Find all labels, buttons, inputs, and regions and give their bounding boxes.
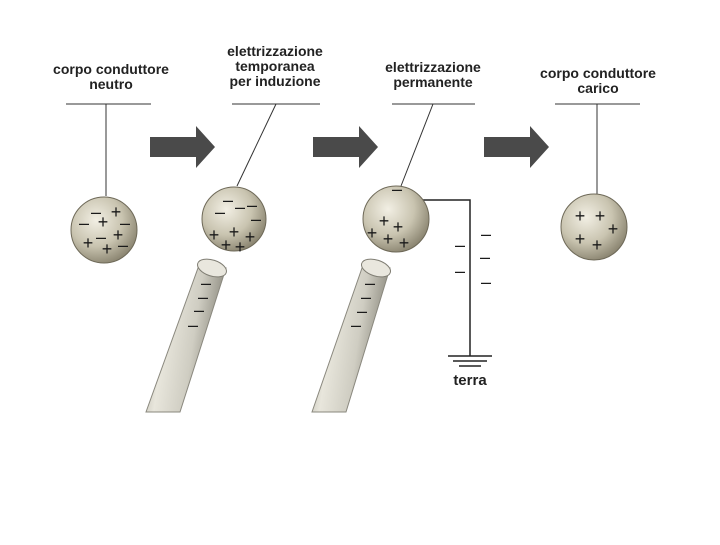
minus-sign: – [223, 190, 233, 210]
plus-sign: + [399, 233, 410, 253]
plus-sign: + [592, 235, 603, 255]
minus-sign: – [480, 247, 490, 267]
label-leaders [66, 103, 640, 196]
plus-sign: + [102, 239, 113, 259]
rod-tip [361, 258, 391, 278]
ground-label: terra [453, 372, 487, 389]
stage-label-charged: corpo conduttore carico [523, 66, 673, 96]
plus-sign: + [83, 233, 94, 253]
minus-sign: – [91, 202, 101, 222]
minus-sign: – [118, 235, 128, 255]
label-line: elettrizzazione [227, 43, 323, 59]
minus-sign: – [351, 315, 361, 335]
plus-sign: + [575, 229, 586, 249]
plus-sign: + [221, 235, 232, 255]
minus-sign: – [194, 300, 204, 320]
minus-sign: – [392, 179, 402, 199]
arrow-right-icon [150, 126, 215, 168]
minus-sign: – [365, 273, 375, 293]
minus-sign: – [188, 315, 198, 335]
plus-sign: + [575, 206, 586, 226]
plus-sign: + [595, 206, 606, 226]
plus-sign: + [383, 229, 394, 249]
leader-line-3 [400, 103, 434, 187]
sphere-induction [201, 186, 267, 252]
stage-label-induction: elettrizzazione temporanea per induzione [200, 44, 350, 89]
rod-body [145, 267, 227, 413]
plus-sign: + [113, 225, 124, 245]
label-line: neutro [89, 76, 133, 92]
conductor-sphere [70, 196, 138, 264]
minus-sign: – [96, 227, 106, 247]
label-line: temporanea [235, 58, 315, 74]
plus-sign: + [111, 202, 122, 222]
minus-sign: – [361, 287, 371, 307]
rod-tip [197, 258, 227, 278]
plus-sign: + [367, 223, 378, 243]
plus-sign: + [608, 219, 619, 239]
plus-sign: + [98, 212, 109, 232]
label-line: permanente [393, 74, 473, 90]
minus-sign: – [357, 301, 367, 321]
plus-sign: + [379, 211, 390, 231]
charged-rod-2 [145, 258, 227, 413]
minus-sign: – [120, 213, 130, 233]
charge-symbols: –+–+––++–+–––––+++++–+++++–––––––––––––+… [79, 179, 618, 335]
ground-connection [420, 199, 492, 367]
sphere-charged [560, 193, 628, 261]
minus-sign: – [201, 273, 211, 293]
minus-sign: – [481, 272, 491, 292]
minus-sign: – [235, 197, 245, 217]
arrow-right-icon [484, 126, 549, 168]
sphere-neutral [70, 196, 138, 264]
process-arrows [150, 126, 549, 168]
label-line: per induzione [229, 73, 321, 89]
minus-sign: – [455, 261, 465, 281]
minus-sign: – [79, 213, 89, 233]
arrow-right-icon [313, 126, 378, 168]
minus-sign: – [247, 195, 257, 215]
minus-sign: – [455, 235, 465, 255]
conductor-sphere [201, 186, 267, 252]
rod-body [311, 267, 391, 413]
plus-sign: + [393, 217, 404, 237]
minus-sign: – [198, 287, 208, 307]
sphere-grounded [362, 185, 430, 253]
plus-sign: + [235, 237, 246, 257]
leader-line-2 [236, 103, 277, 187]
conductor-sphere [560, 193, 628, 261]
ground-wire [420, 199, 471, 356]
minus-sign: – [481, 224, 491, 244]
label-line: elettrizzazione [385, 59, 481, 75]
plus-sign: + [229, 222, 240, 242]
plus-sign: + [245, 227, 256, 247]
minus-sign: – [251, 209, 261, 229]
stage-label-neutral: corpo conduttore neutro [36, 62, 186, 92]
stage-label-permanent: elettrizzazione permanente [358, 60, 508, 90]
minus-sign: – [215, 202, 225, 222]
conductor-sphere [362, 185, 430, 253]
label-line: corpo conduttore [540, 65, 656, 81]
label-line: carico [577, 80, 619, 96]
plus-sign: + [209, 225, 220, 245]
charged-rod-3 [311, 258, 391, 413]
label-line: corpo conduttore [53, 61, 169, 77]
